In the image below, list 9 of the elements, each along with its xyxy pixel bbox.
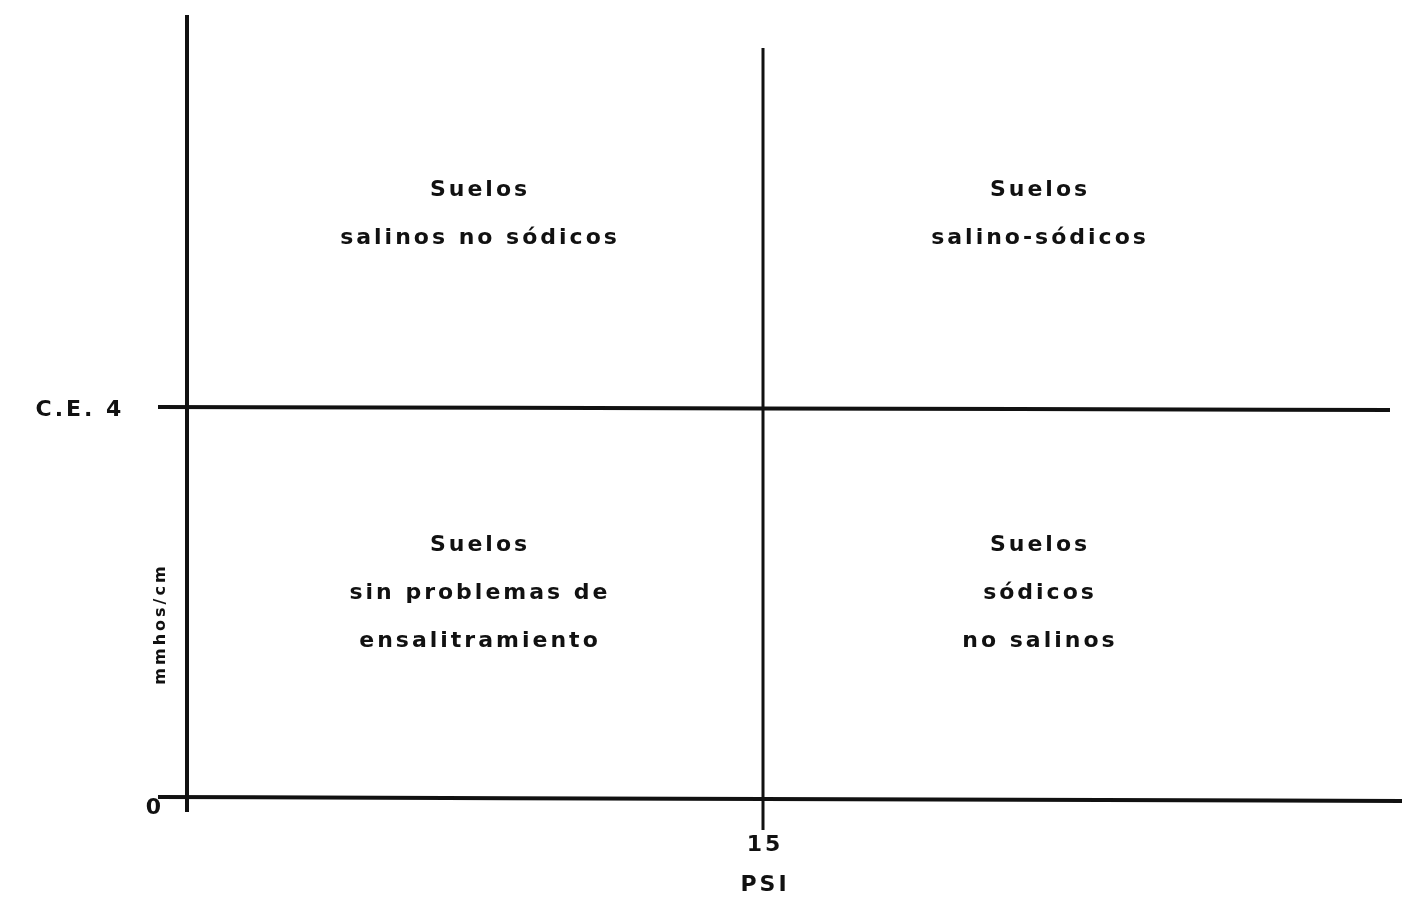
quadrant-label: Suelos salinos no sódicos — [339, 175, 621, 251]
axis-value: 15 — [745, 830, 785, 858]
axis-value: C.E. 4 — [34, 395, 126, 423]
quadrant-label: Suelos sódicos no salinos — [961, 530, 1119, 654]
axis-title: PSI — [739, 870, 791, 898]
quadrant-label: Suelos sin problemas de ensalitramiento — [348, 530, 612, 654]
axis-value: 0 — [144, 793, 166, 821]
quadrant-label: Suelos salino-sódicos — [930, 175, 1150, 251]
axis-unit: mmhos/cm — [149, 562, 170, 687]
